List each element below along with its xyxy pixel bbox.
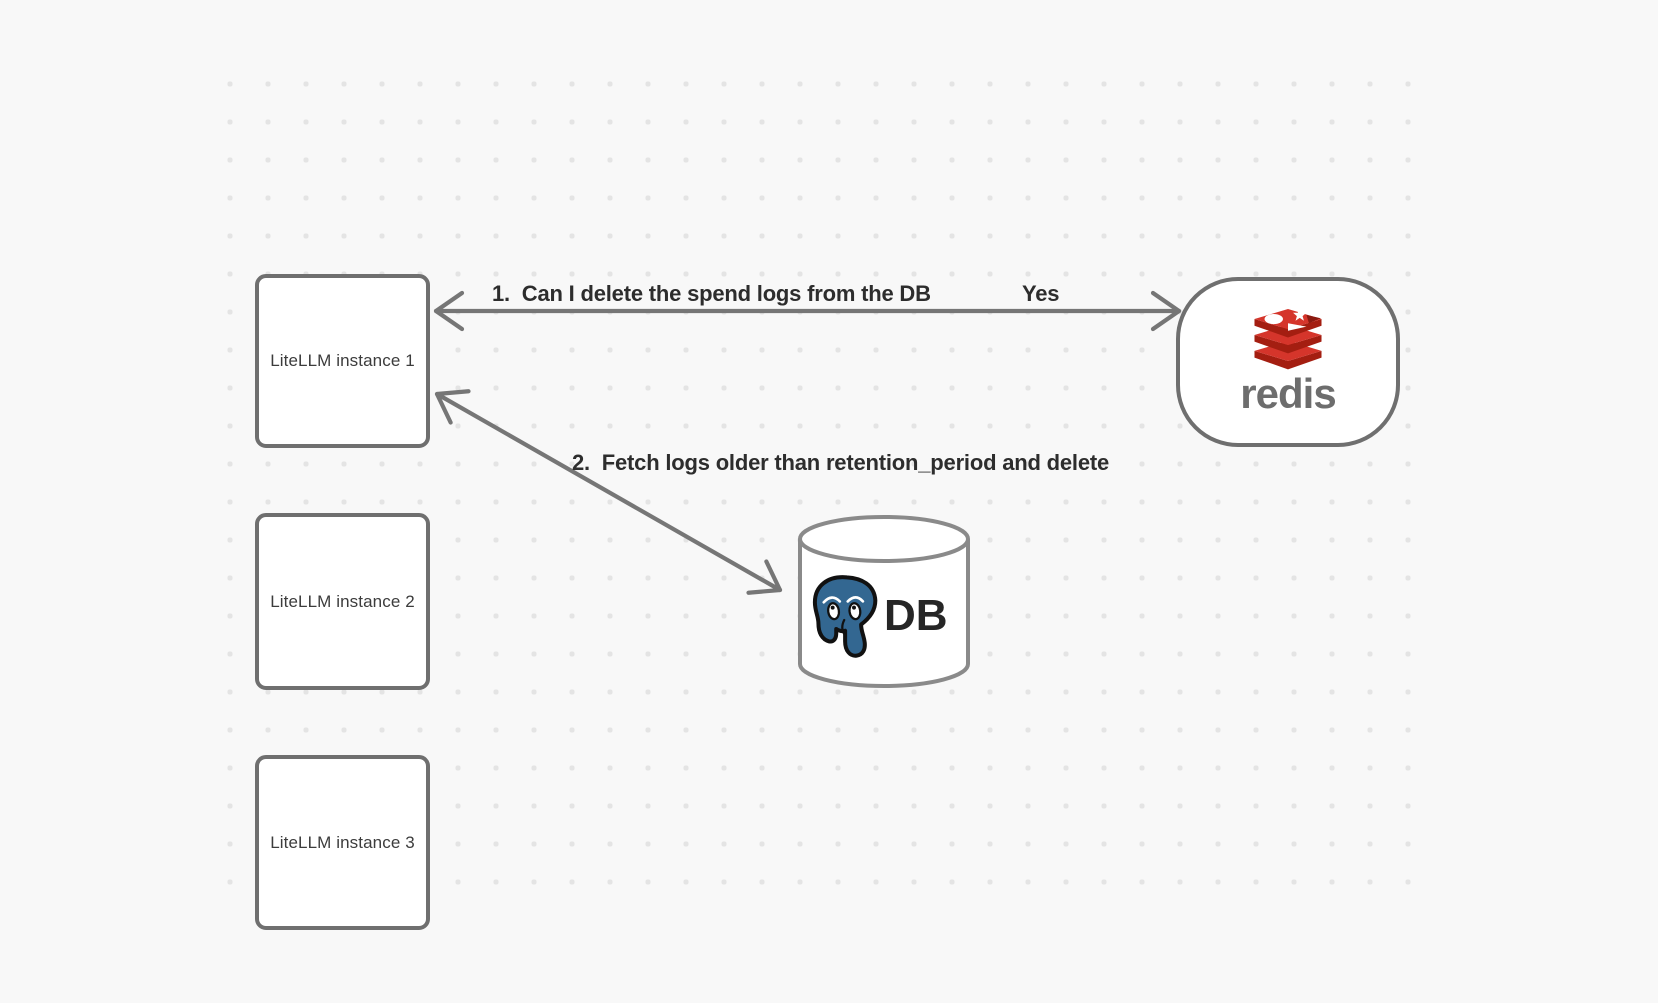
node-litellm-instance-2[interactable]: LiteLLM instance 2 (255, 513, 430, 690)
redis-wordmark: redis (1240, 370, 1336, 417)
arrow-label-yes[interactable]: Yes (1022, 281, 1060, 306)
node-label: LiteLLM instance 1 (270, 351, 415, 370)
db-label: DB (884, 591, 948, 640)
arrow-label-step1[interactable]: 1. Can I delete the spend logs from the … (492, 281, 931, 306)
node-litellm-instance-3[interactable]: LiteLLM instance 3 (255, 755, 430, 930)
postgresql-elephant-icon (812, 575, 878, 658)
arrow-label-step2[interactable]: 2. Fetch logs older than retention_perio… (572, 450, 1110, 475)
redis-logo-icon (1254, 309, 1322, 370)
node-label: LiteLLM instance 3 (270, 832, 415, 852)
node-redis[interactable]: redis (1176, 277, 1400, 447)
node-label: LiteLLM instance 2 (270, 591, 415, 611)
node-litellm-instance-1[interactable]: LiteLLM instance 1 (255, 274, 430, 448)
